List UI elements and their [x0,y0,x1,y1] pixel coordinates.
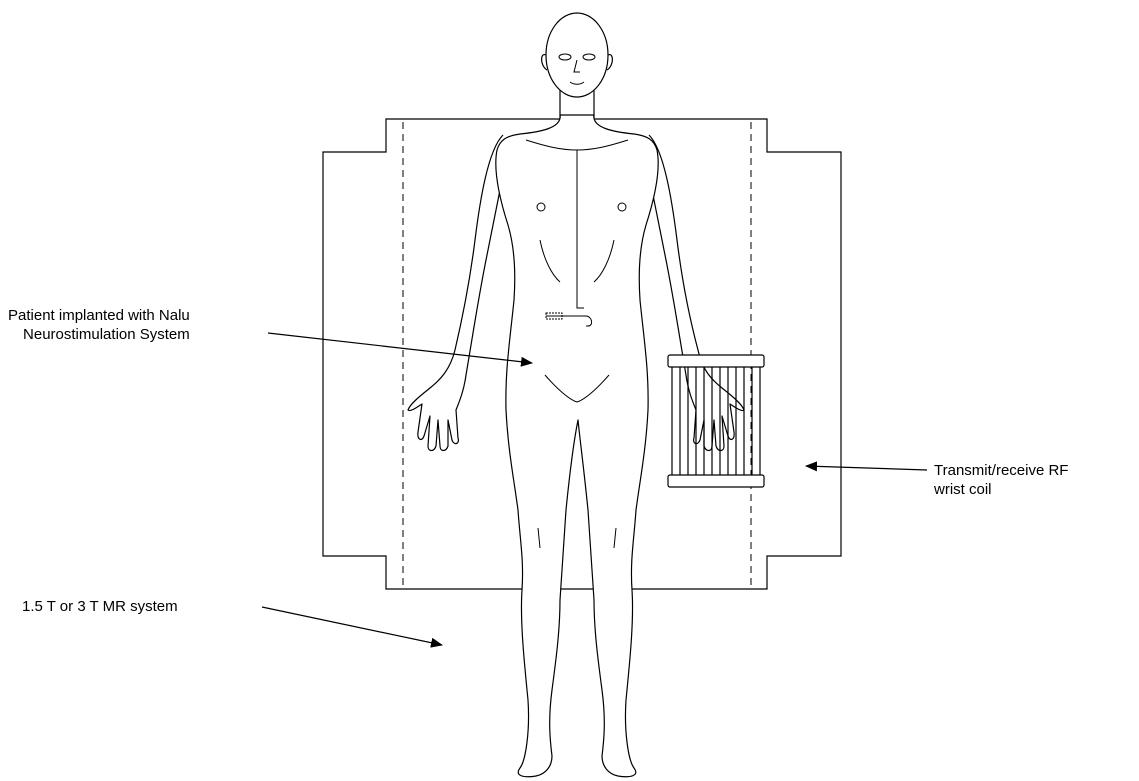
patient-callout-line2: Neurostimulation System [8,325,190,344]
patient-callout-line1: Patient implanted with Nalu [8,306,190,325]
coil-arrow [806,466,927,470]
coil-callout-label: Transmit/receive RF wrist coil [934,461,1068,499]
mr-system-callout-text: 1.5 T or 3 T MR system [22,597,178,616]
patient-figure [408,13,744,777]
mr-system-callout-label: 1.5 T or 3 T MR system [22,597,178,616]
patient-callout-label: Patient implanted with Nalu Neurostimula… [8,306,190,344]
coil-callout-line1: Transmit/receive RF [934,461,1068,480]
left-arm [408,135,503,451]
mr-system-arrow [262,607,442,645]
coil-callout-line2: wrist coil [934,480,1068,499]
patient-arrow [268,333,532,363]
